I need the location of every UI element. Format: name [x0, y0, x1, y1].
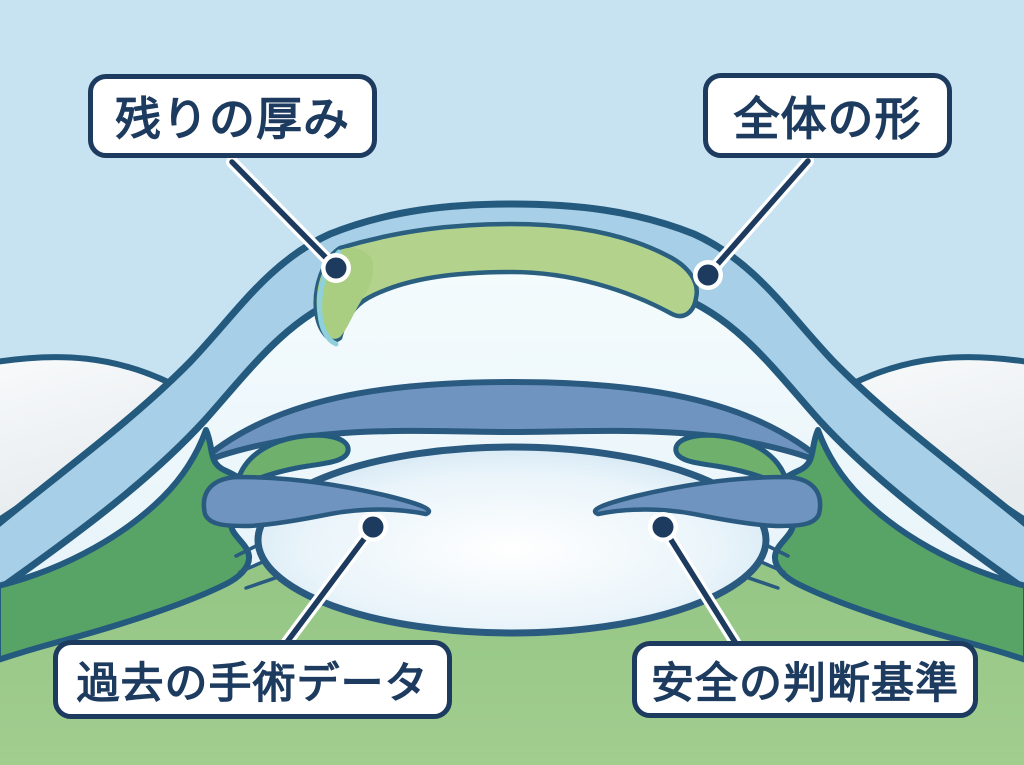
- leader-line-past-surgery-data: [284, 524, 376, 645]
- label-overall-shape-text: 全体の形: [733, 91, 922, 146]
- label-safety-criteria: 安全の判断基準: [632, 641, 978, 718]
- iris-tail-right: [592, 474, 823, 529]
- label-overall-shape: 全体の形: [703, 73, 952, 158]
- stroma-band: [313, 221, 700, 343]
- leader-line-remaining-thickness: [229, 159, 339, 271]
- label-safety-criteria-text: 安全の判断基準: [651, 658, 959, 709]
- label-past-surgery-data: 過去の手術データ: [53, 640, 452, 719]
- cornea-outer-outline: [0, 200, 1024, 527]
- leader-line-safety-criteria: [660, 524, 738, 645]
- leader-lines: [229, 158, 811, 645]
- leader-dots: [321, 253, 723, 542]
- label-past-surgery-data-text: 過去の手術データ: [76, 658, 429, 709]
- label-remaining-thickness: 残りの厚み: [88, 74, 377, 158]
- leader-line-overall-shape: [705, 158, 811, 278]
- cornea-layer: [0, 204, 1024, 589]
- iris-tail-left: [201, 474, 432, 529]
- label-remaining-thickness-text: 残りの厚み: [115, 92, 350, 146]
- lens: [254, 443, 770, 637]
